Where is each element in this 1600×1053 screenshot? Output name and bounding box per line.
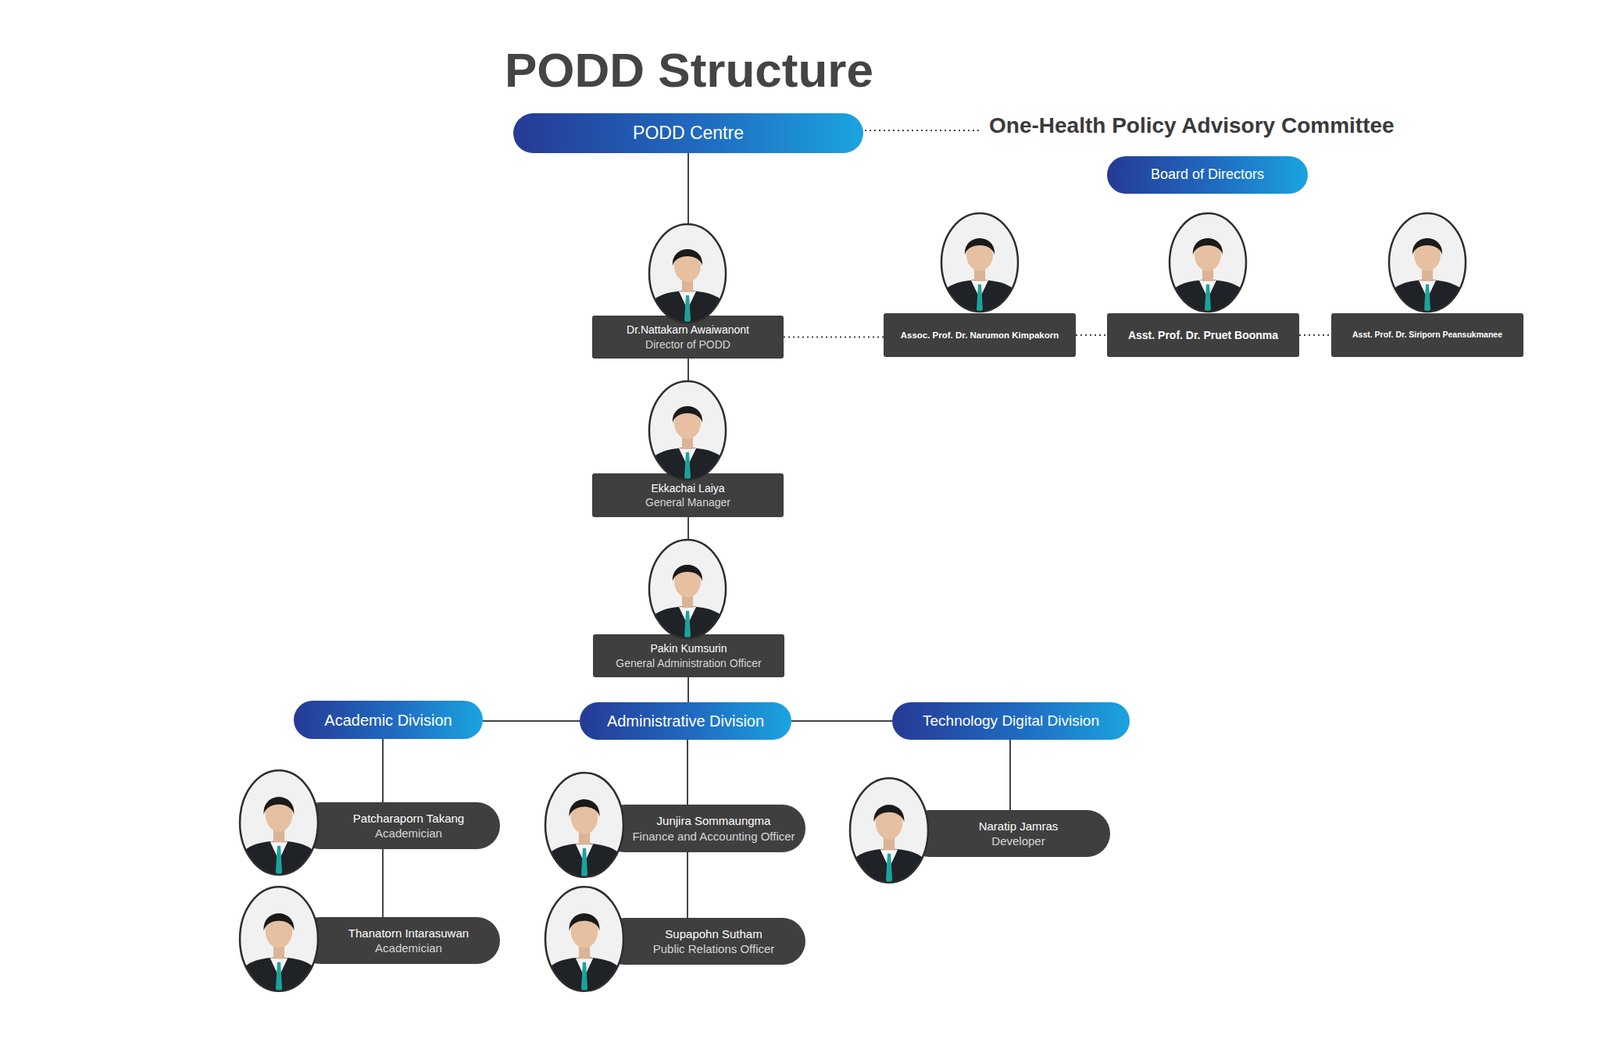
person-name: Dr.Nattakarn Awaiwanont xyxy=(626,322,750,337)
division-pill: Administrative Division xyxy=(579,702,792,740)
person-role: General Administration Officer xyxy=(615,656,762,671)
connector-line xyxy=(687,517,690,635)
portrait-photo xyxy=(1160,213,1255,322)
person-box: Dr.Nattakarn AwaiwanontDirector of PODD xyxy=(592,315,784,359)
dotted-connector xyxy=(1299,334,1332,336)
person-role: Academician xyxy=(375,825,443,842)
pill-label: PODD Centre xyxy=(632,121,744,146)
person-box: Asst. Prof. Dr. Siriporn Peansukmanee xyxy=(1331,313,1524,358)
person-box: Asst. Prof. Dr. Pruet Boonma xyxy=(1107,313,1300,358)
person-name: Naratip Jamras xyxy=(978,818,1059,835)
person-name: Pakin Kumsurin xyxy=(650,641,727,656)
division-pill: PODD Centre xyxy=(513,113,864,154)
person-box: Ekkachai LaiyaGeneral Manager xyxy=(592,473,784,518)
portrait-photo xyxy=(1380,213,1475,322)
pill-label: Technology Digital Division xyxy=(922,711,1100,732)
pill-label: Academic Division xyxy=(324,710,452,731)
connector-line xyxy=(791,720,893,722)
connector-line xyxy=(686,739,689,805)
person-name: Asst. Prof. Dr. Siriporn Peansukmanee xyxy=(1352,329,1503,341)
person-box: Pakin KumsurinGeneral Administration Off… xyxy=(592,634,785,678)
person-box: Thanatorn IntarasuwanAcademician xyxy=(296,917,500,965)
portrait-photo xyxy=(932,213,1027,322)
person-role: General Manager xyxy=(645,495,731,510)
connector-line xyxy=(687,153,690,316)
dotted-connector xyxy=(1075,334,1108,336)
dotted-link xyxy=(864,129,982,132)
division-pill: Academic Division xyxy=(293,700,483,740)
person-role: Director of PODD xyxy=(645,337,731,352)
person-name: Ekkachai Laiya xyxy=(650,481,725,496)
connector-line xyxy=(482,720,580,722)
connector-line xyxy=(687,358,690,474)
person-name: Junjira Sommaungma xyxy=(657,813,772,829)
chart-title: PODD Structure xyxy=(337,39,1041,102)
person-name: Asst. Prof. Dr. Pruet Boonma xyxy=(1128,328,1279,343)
person-name: Patcharaporn Takang xyxy=(353,810,465,827)
division-pill: Technology Digital Division xyxy=(892,702,1130,740)
dotted-connector xyxy=(783,336,884,339)
connector-line xyxy=(382,739,384,803)
person-box: Naratip JamrasDeveloper xyxy=(906,810,1111,858)
portrait-photo xyxy=(640,539,735,648)
person-role: Finance and Accounting Officer xyxy=(632,828,795,845)
connector-line xyxy=(382,849,384,918)
person-role: Academician xyxy=(375,940,443,957)
pill-label: Administrative Division xyxy=(607,710,765,732)
connector-line xyxy=(686,852,689,918)
person-name: Thanatorn Intarasuwan xyxy=(348,925,469,942)
connector-line xyxy=(687,677,690,703)
person-box: Junjira SommaungmaFinance and Accounting… xyxy=(601,804,806,853)
person-role: Developer xyxy=(991,833,1045,850)
person-role: Public Relations Officer xyxy=(653,941,775,958)
person-name: Supapohn Sutham xyxy=(664,926,762,943)
person-name: Assoc. Prof. Dr. Narumon Kimpakorn xyxy=(900,329,1060,342)
division-pill: Board of Directors xyxy=(1107,156,1308,194)
pill-label: Board of Directors xyxy=(1150,165,1265,184)
person-box: Assoc. Prof. Dr. Narumon Kimpakorn xyxy=(883,313,1076,358)
connector-line xyxy=(1009,739,1011,811)
person-box: Patcharaporn TakangAcademician xyxy=(296,802,500,850)
person-box: Supapohn SuthamPublic Relations Officer xyxy=(601,917,806,965)
committee-heading: One-Health Policy Advisory Committee xyxy=(989,113,1395,139)
